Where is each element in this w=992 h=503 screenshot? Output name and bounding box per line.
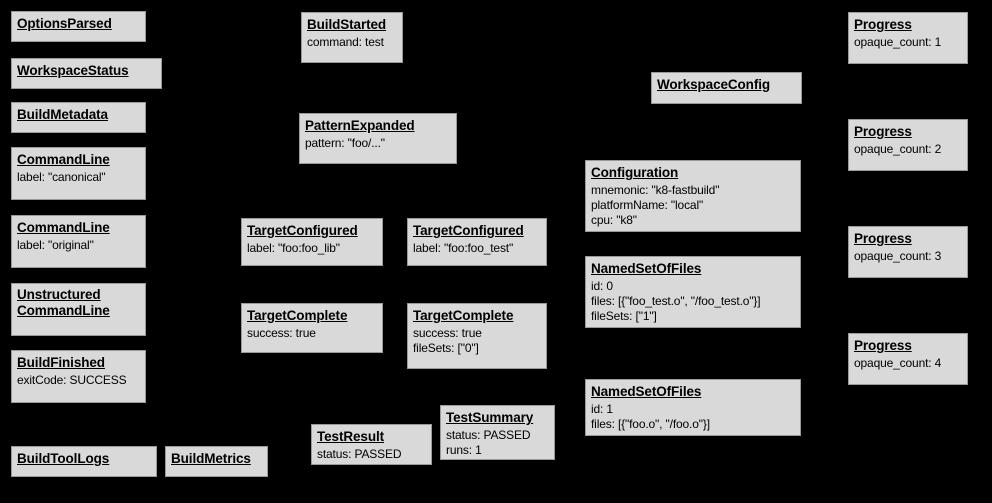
- graph-node-target-configured-foo-test[interactable]: TargetConfigured label: "foo:foo_test": [407, 218, 547, 266]
- node-field: exitCode: SUCCESS: [17, 372, 127, 387]
- node-title: BuildToolLogs: [17, 451, 110, 466]
- node-fields: exitCode: SUCCESS: [17, 373, 141, 388]
- node-field: label: "foo:foo_lib": [247, 240, 340, 255]
- node-title: Progress: [854, 231, 912, 246]
- graph-node-configuration[interactable]: Configuration mnemonic: "k8-fastbuild"pla…: [585, 160, 801, 232]
- graph-node-build-metadata[interactable]: BuildMetadata: [11, 102, 146, 133]
- graph-node-build-metrics[interactable]: BuildMetrics: [165, 446, 268, 477]
- node-fields: label: "foo:foo_lib": [247, 241, 378, 256]
- node-title: TestResult: [317, 429, 385, 444]
- node-fields: command: test: [307, 35, 398, 50]
- graph-node-target-configured-foo-lib[interactable]: TargetConfigured label: "foo:foo_lib": [241, 218, 383, 266]
- node-title-line: Unstructured: [17, 287, 101, 302]
- node-fields: success: true: [247, 326, 378, 341]
- node-field: pattern: "foo/...": [305, 135, 385, 150]
- node-title: BuildMetrics: [171, 451, 251, 466]
- node-fields: opaque_count: 4: [854, 356, 963, 371]
- node-field: id: 1: [591, 401, 613, 416]
- node-field: success: true: [247, 325, 316, 340]
- node-title: CommandLine: [17, 152, 110, 167]
- node-title-line: CommandLine: [17, 302, 110, 318]
- node-title: BuildStarted: [307, 17, 387, 32]
- node-title: CommandLine: [17, 220, 110, 235]
- node-title: Progress: [854, 338, 912, 353]
- node-title: TargetComplete: [247, 308, 348, 323]
- node-title: WorkspaceConfig: [657, 77, 771, 92]
- graph-node-workspace-status[interactable]: WorkspaceStatus: [11, 58, 162, 89]
- node-field: command: test: [307, 34, 384, 49]
- graph-node-workspace-config[interactable]: WorkspaceConfig: [651, 72, 802, 104]
- graph-node-command-line-canonical[interactable]: CommandLine label: "canonical": [11, 147, 146, 200]
- node-fields: label: "canonical": [17, 170, 141, 185]
- node-fields: label: "original": [17, 238, 141, 253]
- node-title: Progress: [854, 124, 912, 139]
- node-fields: opaque_count: 3: [854, 249, 963, 264]
- node-title: Progress: [854, 17, 912, 32]
- graph-node-target-complete-foo-lib[interactable]: TargetComplete success: true: [241, 303, 383, 353]
- graph-node-test-result[interactable]: TestResult status: PASSED: [311, 424, 432, 465]
- node-field: cpu: "k8": [591, 212, 637, 227]
- node-field: fileSets: ["1"]: [591, 308, 657, 323]
- node-field: fileSets: ["0"]: [413, 340, 479, 355]
- graph-node-progress-3[interactable]: Progress opaque_count: 3: [848, 226, 968, 278]
- node-field: platformName: "local": [591, 197, 704, 212]
- node-field: files: [{"foo.o", "/foo.o"}]: [591, 416, 710, 431]
- node-title: TargetComplete: [413, 308, 514, 323]
- node-fields: pattern: "foo/...": [305, 136, 452, 151]
- node-title: PatternExpanded: [305, 118, 415, 133]
- node-field: label: "foo:foo_test": [413, 240, 514, 255]
- node-title: WorkspaceStatus: [17, 63, 129, 78]
- graph-node-options-parsed[interactable]: OptionsParsed: [11, 11, 146, 42]
- node-field: opaque_count: 1: [854, 34, 942, 49]
- node-field: opaque_count: 2: [854, 141, 942, 156]
- node-fields: mnemonic: "k8-fastbuild"platformName: "l…: [591, 183, 796, 228]
- node-field: runs: 1: [446, 442, 482, 457]
- graph-node-command-line-original[interactable]: CommandLine label: "original": [11, 215, 146, 268]
- graph-node-build-finished[interactable]: BuildFinished exitCode: SUCCESS: [11, 350, 146, 403]
- node-field: status: PASSED: [446, 427, 531, 442]
- node-field: mnemonic: "k8-fastbuild": [591, 182, 720, 197]
- graph-node-progress-1[interactable]: Progress opaque_count: 1: [848, 12, 968, 64]
- graph-node-pattern-expanded[interactable]: PatternExpanded pattern: "foo/...": [299, 113, 457, 164]
- node-fields: status: PASSED: [317, 447, 427, 462]
- node-field: status: PASSED: [317, 446, 402, 461]
- node-title: TargetConfigured: [247, 223, 358, 238]
- node-fields: label: "foo:foo_test": [413, 241, 542, 256]
- node-field: success: true: [413, 325, 482, 340]
- graph-node-build-started[interactable]: BuildStarted command: test: [301, 12, 403, 63]
- graph-node-build-tool-logs[interactable]: BuildToolLogs: [11, 446, 157, 477]
- node-field: files: [{"foo_test.o", "/foo_test.o"}]: [591, 293, 761, 308]
- node-field: opaque_count: 4: [854, 355, 942, 370]
- node-title: NamedSetOfFiles: [591, 261, 702, 276]
- node-field: opaque_count: 3: [854, 248, 942, 263]
- node-field: label: "original": [17, 237, 94, 252]
- node-fields: opaque_count: 2: [854, 142, 963, 157]
- node-title: TargetConfigured: [413, 223, 524, 238]
- node-title: BuildFinished: [17, 355, 105, 370]
- graph-node-progress-2[interactable]: Progress opaque_count: 2: [848, 119, 968, 171]
- node-title: BuildMetadata: [17, 107, 108, 122]
- node-field: label: "canonical": [17, 169, 106, 184]
- node-fields: opaque_count: 1: [854, 35, 963, 50]
- node-title: TestSummary: [446, 410, 534, 425]
- node-field: id: 0: [591, 278, 613, 293]
- node-title: OptionsParsed: [17, 16, 112, 31]
- graph-node-progress-4[interactable]: Progress opaque_count: 4: [848, 333, 968, 385]
- node-title: Configuration: [591, 165, 679, 180]
- node-title: NamedSetOfFiles: [591, 384, 702, 399]
